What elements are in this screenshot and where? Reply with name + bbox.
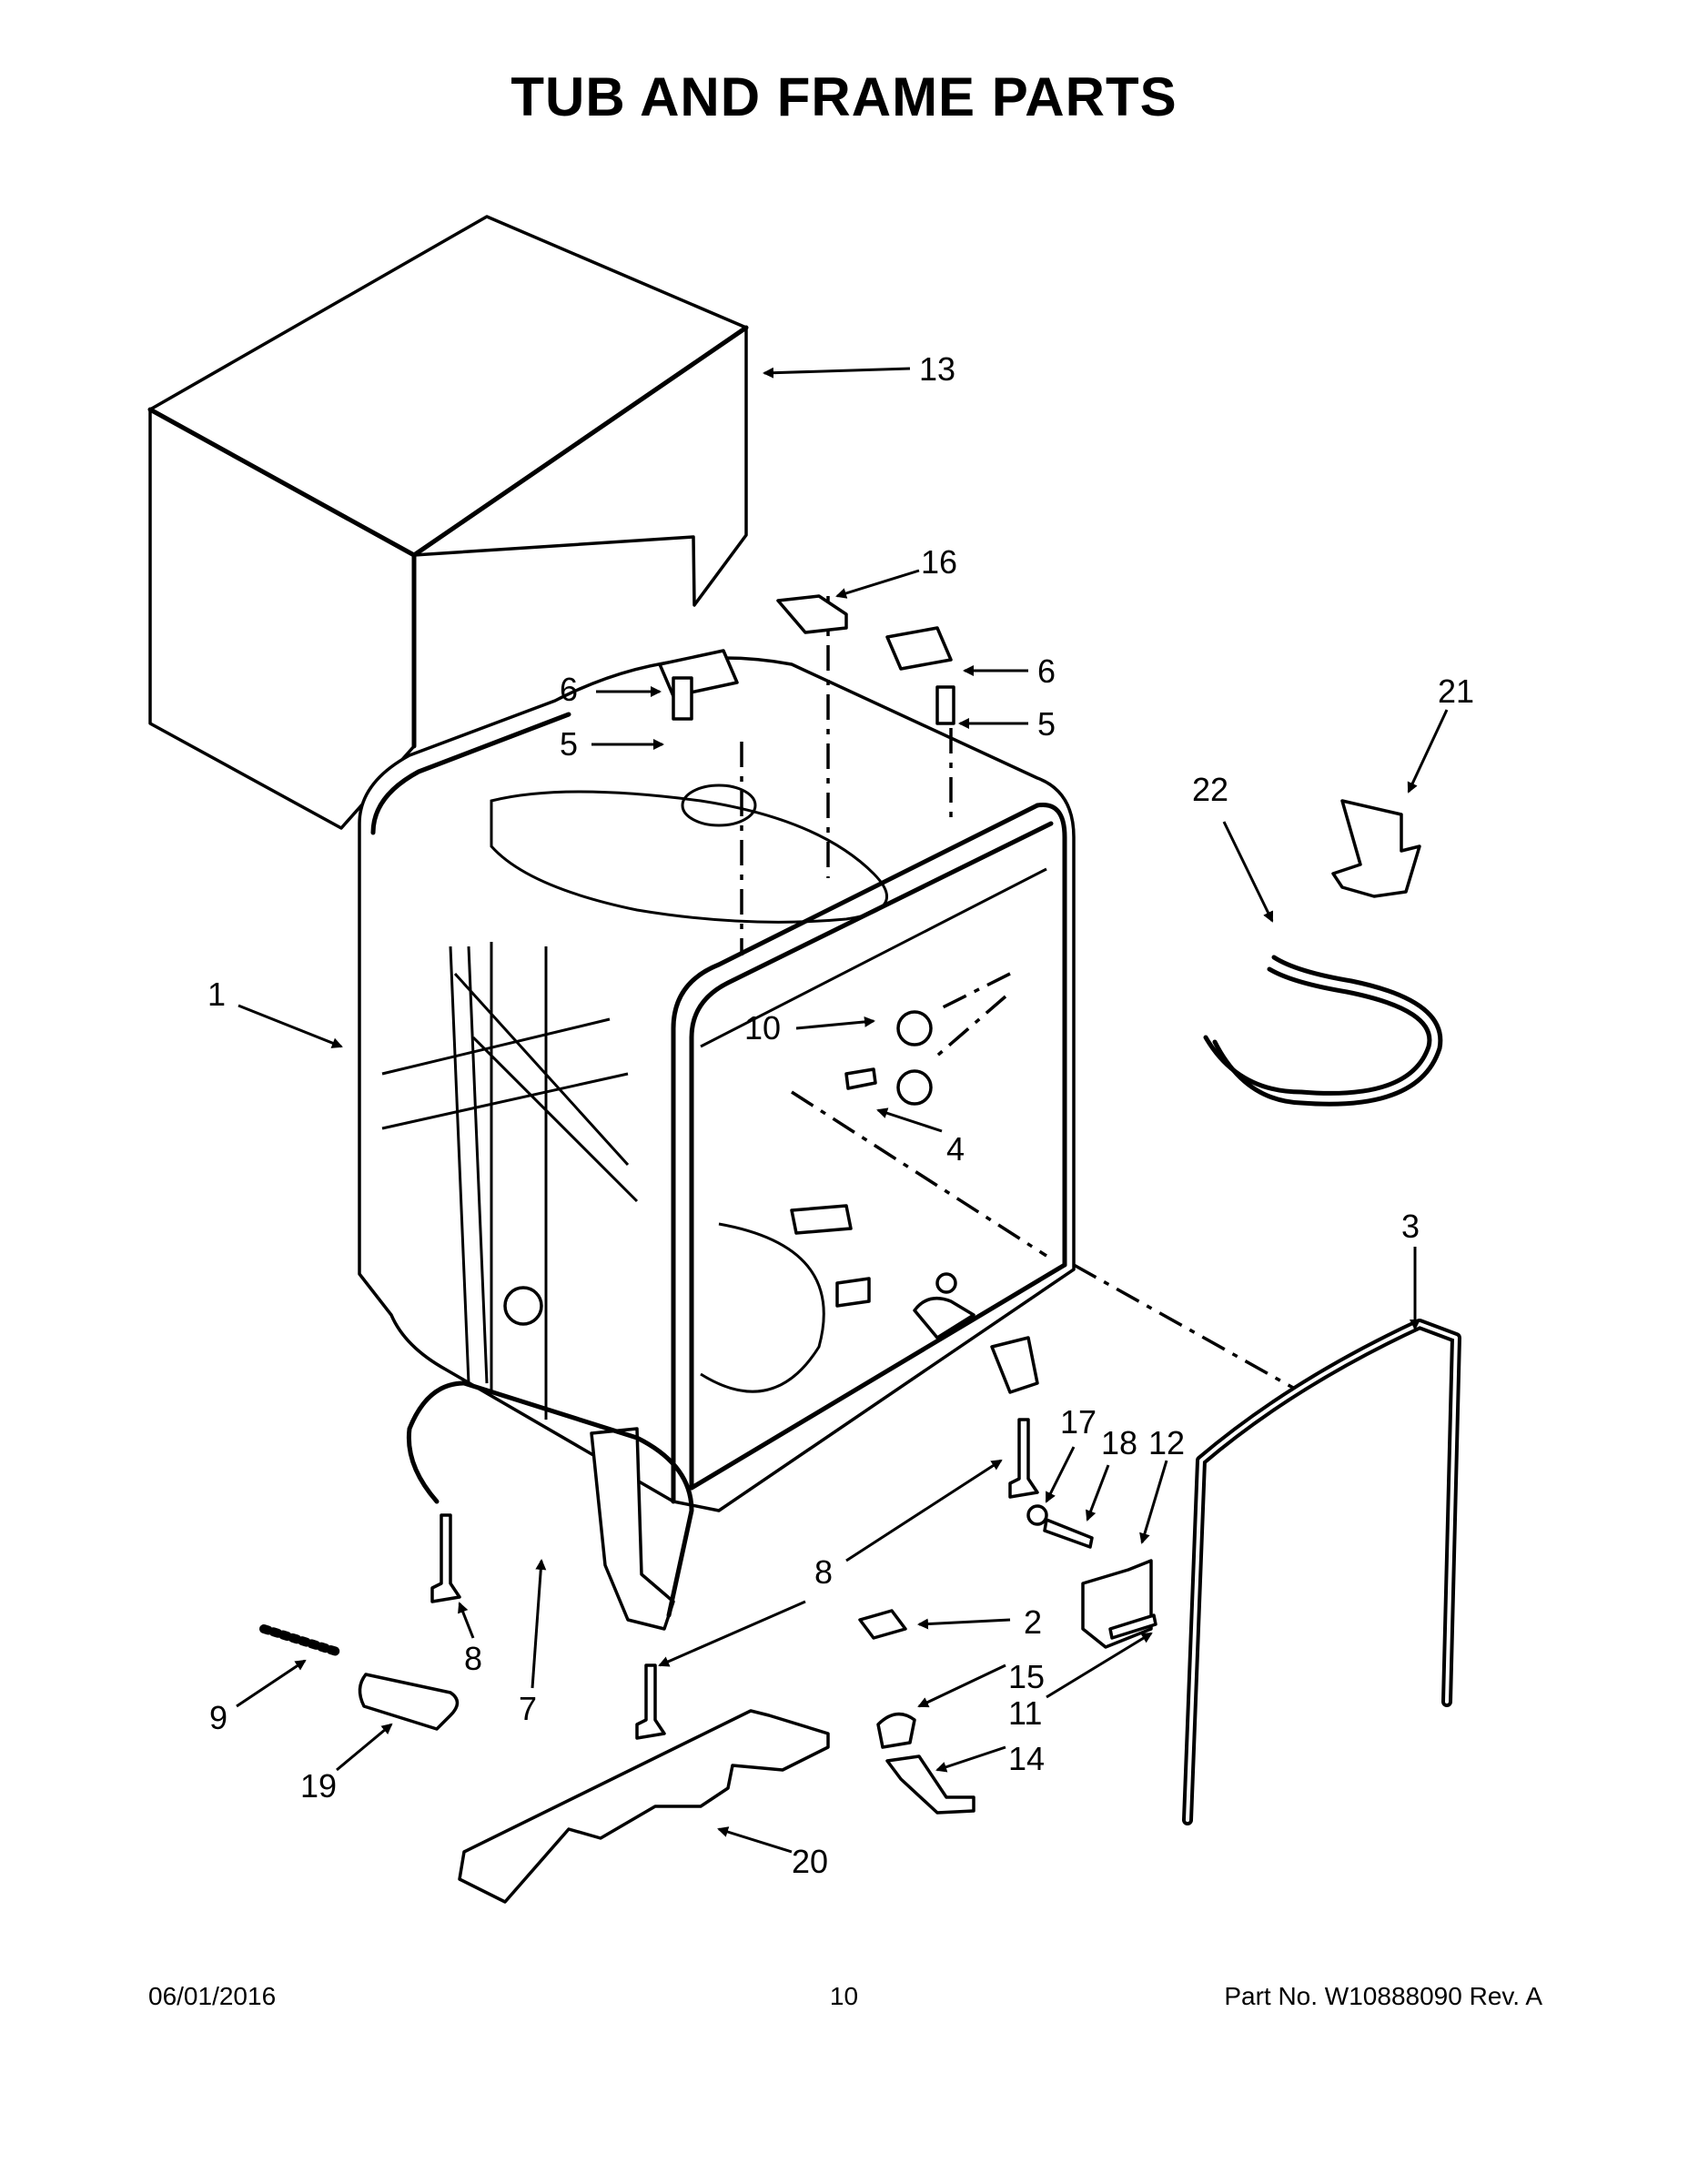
callout-7: 7: [519, 1690, 537, 1727]
callout-labels: 13 16 6 5 6 5 1 10 4 21 22 3 12 18 17 8 …: [207, 350, 1474, 1880]
part-16: [776, 594, 848, 634]
callout-12: 12: [1148, 1424, 1185, 1461]
callout-5-right: 5: [1037, 705, 1056, 743]
footer-part-number: Part No. W10888090 Rev. A: [1224, 1982, 1542, 2010]
insulation-blanket: [147, 215, 749, 830]
callout-8-center: 8: [814, 1553, 833, 1591]
callout-4: 4: [946, 1130, 965, 1168]
callout-22: 22: [1192, 771, 1228, 808]
callout-9: 9: [209, 1699, 227, 1736]
page-title: TUB AND FRAME PARTS: [510, 66, 1178, 127]
callout-15: 15: [1008, 1658, 1045, 1695]
part-3: [1182, 1319, 1461, 1825]
callout-6-left: 6: [560, 671, 578, 708]
callout-10: 10: [744, 1009, 781, 1046]
callout-17: 17: [1060, 1403, 1097, 1441]
callout-3: 3: [1401, 1208, 1420, 1245]
tub: [358, 626, 1076, 1631]
callout-2: 2: [1024, 1603, 1042, 1641]
callout-8-left: 8: [464, 1640, 482, 1677]
part-21: [1331, 799, 1421, 898]
callout-16: 16: [921, 543, 957, 581]
callout-13: 13: [919, 350, 955, 388]
footer-date: 06/01/2016: [148, 1982, 277, 2010]
callout-19: 19: [300, 1767, 337, 1805]
callout-20: 20: [792, 1843, 828, 1880]
callout-21: 21: [1438, 672, 1474, 710]
callout-11: 11: [1008, 1694, 1042, 1732]
callout-5-left: 5: [560, 725, 578, 763]
part-9: [259, 1624, 341, 1656]
callout-arrows: [236, 367, 1449, 1854]
callout-1: 1: [207, 976, 226, 1013]
part-19: [358, 1673, 460, 1731]
part-20: [458, 1709, 830, 1904]
callout-18: 18: [1101, 1424, 1137, 1461]
callout-14: 14: [1008, 1740, 1045, 1777]
callout-6-right: 6: [1037, 652, 1056, 690]
footer-page-number: 10: [829, 1982, 859, 2010]
part-22: [1203, 966, 1432, 1096]
